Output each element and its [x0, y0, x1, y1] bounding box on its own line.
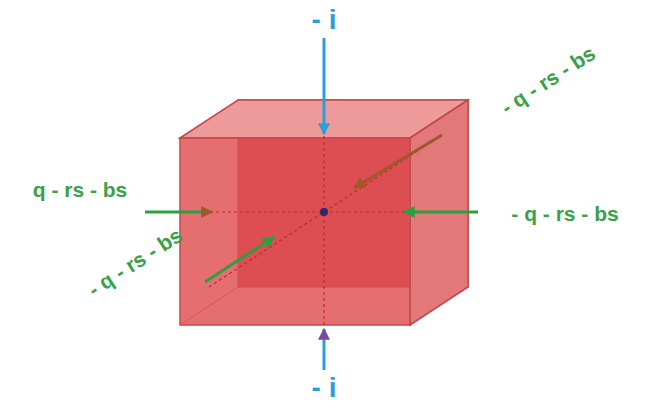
- force-arrow: [404, 211, 478, 214]
- stress-label: - q - rs - bs: [84, 223, 187, 301]
- stress-label: - q - rs - bs: [511, 202, 618, 225]
- stress-label: q - rs - bs: [33, 178, 128, 201]
- center-point: [320, 208, 328, 216]
- force-arrow: [323, 38, 326, 134]
- stress-label: - i: [312, 5, 337, 36]
- stress-label: - i: [312, 373, 337, 404]
- stress-label: - q - rs - bs: [497, 41, 600, 119]
- force-arrow: [354, 135, 442, 188]
- force-arrow: [205, 237, 274, 282]
- force-arrow: [145, 211, 212, 214]
- force-arrow: [323, 329, 326, 370]
